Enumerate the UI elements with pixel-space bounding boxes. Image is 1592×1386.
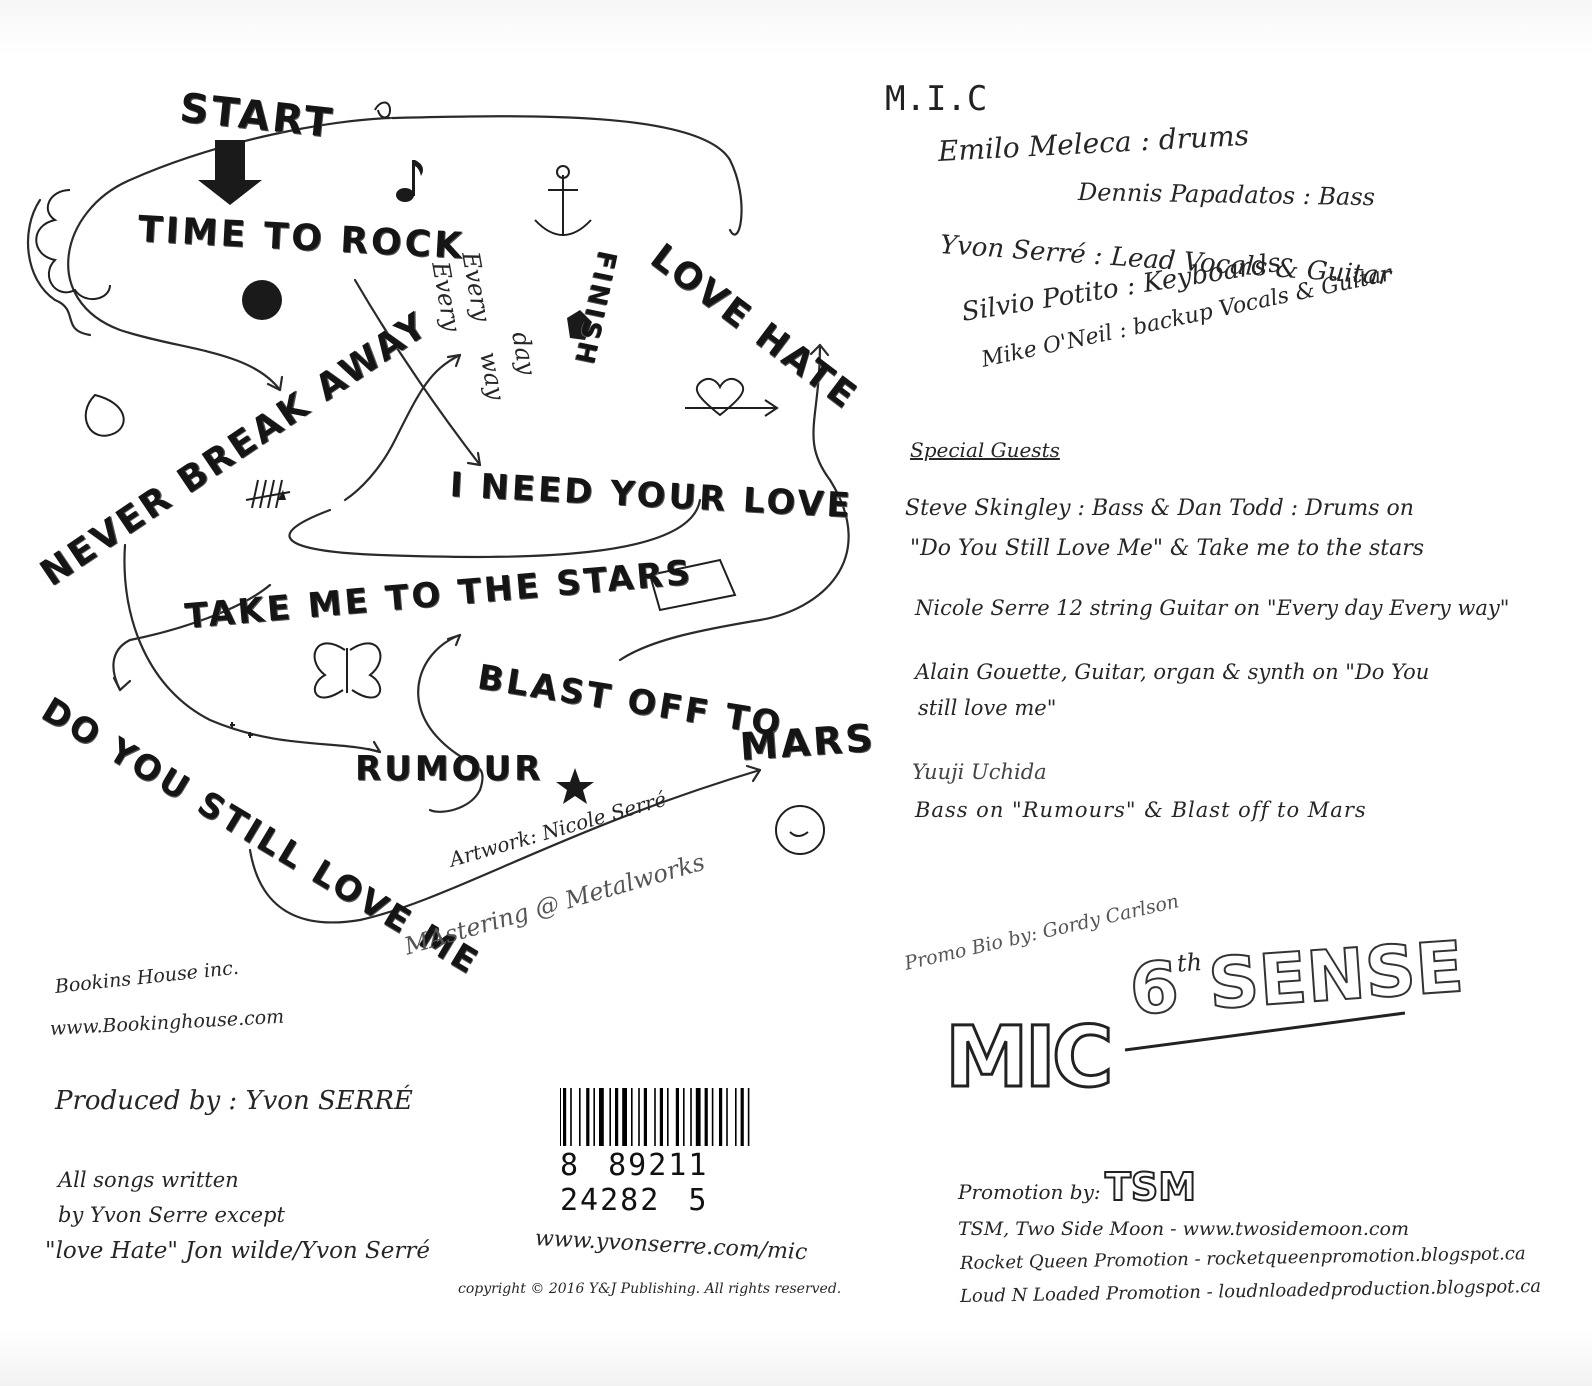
barcode-bar <box>719 1088 723 1146</box>
tsm-logo: TSM <box>1104 1165 1197 1209</box>
barcode-bar <box>563 1088 567 1146</box>
barcode-bar <box>586 1088 590 1146</box>
copyright: copyright © 2016 Y&J Publishing. All rig… <box>458 1281 842 1297</box>
barcode-bar <box>615 1088 619 1146</box>
barcode-bar <box>654 1088 656 1146</box>
promotion-label: Promotion by: <box>958 1180 1101 1204</box>
barcode-bar <box>643 1088 647 1146</box>
guest-line-1: Steve Skingley : Bass & Dan Todd : Drums… <box>905 496 1414 521</box>
barcode-bar <box>683 1088 685 1146</box>
songs-written-1: All songs written <box>58 1168 239 1192</box>
mic-logo: MIC <box>944 1008 1115 1106</box>
guest-line-6: Yuuji Uchida <box>912 760 1047 784</box>
barcode-bar <box>631 1088 633 1146</box>
barcode-bars <box>560 1088 797 1146</box>
barcode-bar <box>599 1088 604 1146</box>
songs-written-3: "love Hate" Jon wilde/Yvon Serré <box>45 1238 431 1264</box>
barcode-bar <box>690 1088 692 1146</box>
barcode-bar <box>704 1088 708 1146</box>
barcode-bar <box>609 1088 611 1146</box>
barcode-bar <box>747 1088 750 1146</box>
produced-by: Produced by : Yvon SERRÉ <box>55 1086 413 1116</box>
band-title: M.I.C <box>885 79 988 119</box>
barcode-bar <box>726 1088 728 1146</box>
guest-line-5: still love me" <box>918 696 1057 720</box>
barcode-bar <box>711 1088 714 1146</box>
promotion-line-1: TSM, Two Side Moon - www.twosidemoon.com <box>958 1218 1409 1240</box>
barcode-bar <box>579 1088 581 1146</box>
barcode-bar <box>638 1088 640 1146</box>
barcode-bar <box>675 1088 679 1146</box>
guest-line-3: Nicole Serre 12 string Guitar on "Every … <box>915 596 1510 620</box>
barcode-bar <box>622 1088 627 1146</box>
guests-heading: Special Guests <box>910 438 1060 462</box>
track-rumour: RUMOUR <box>355 749 544 789</box>
barcode-bar <box>695 1088 701 1146</box>
sixth-sense-suffix: th <box>1176 947 1204 978</box>
sixth-sense-strike <box>1124 1011 1406 1052</box>
barcode-bar <box>667 1088 669 1146</box>
barcode-bar <box>659 1088 663 1146</box>
guest-line-4: Alain Gouette, Guitar, organ & synth on … <box>915 660 1430 684</box>
barcode-bar <box>593 1088 595 1146</box>
track-mars: MARS <box>738 715 878 769</box>
track-day: day <box>506 329 542 378</box>
barcode-bar <box>570 1088 572 1146</box>
songs-written-2: by Yvon Serre except <box>58 1203 285 1227</box>
guest-line-7: Bass on "Rumours" & Blast off to Mars <box>915 798 1367 822</box>
barcode: 8 89211 24282 5 <box>560 1088 797 1218</box>
band-member-2: Dennis Papadatos : Bass <box>1077 178 1376 212</box>
barcode-bar <box>740 1088 744 1146</box>
barcode-digits: 8 89211 24282 5 <box>560 1148 709 1218</box>
guest-line-2: "Do You Still Love Me" & Take me to the … <box>910 536 1425 561</box>
barcode-bar <box>735 1088 737 1146</box>
